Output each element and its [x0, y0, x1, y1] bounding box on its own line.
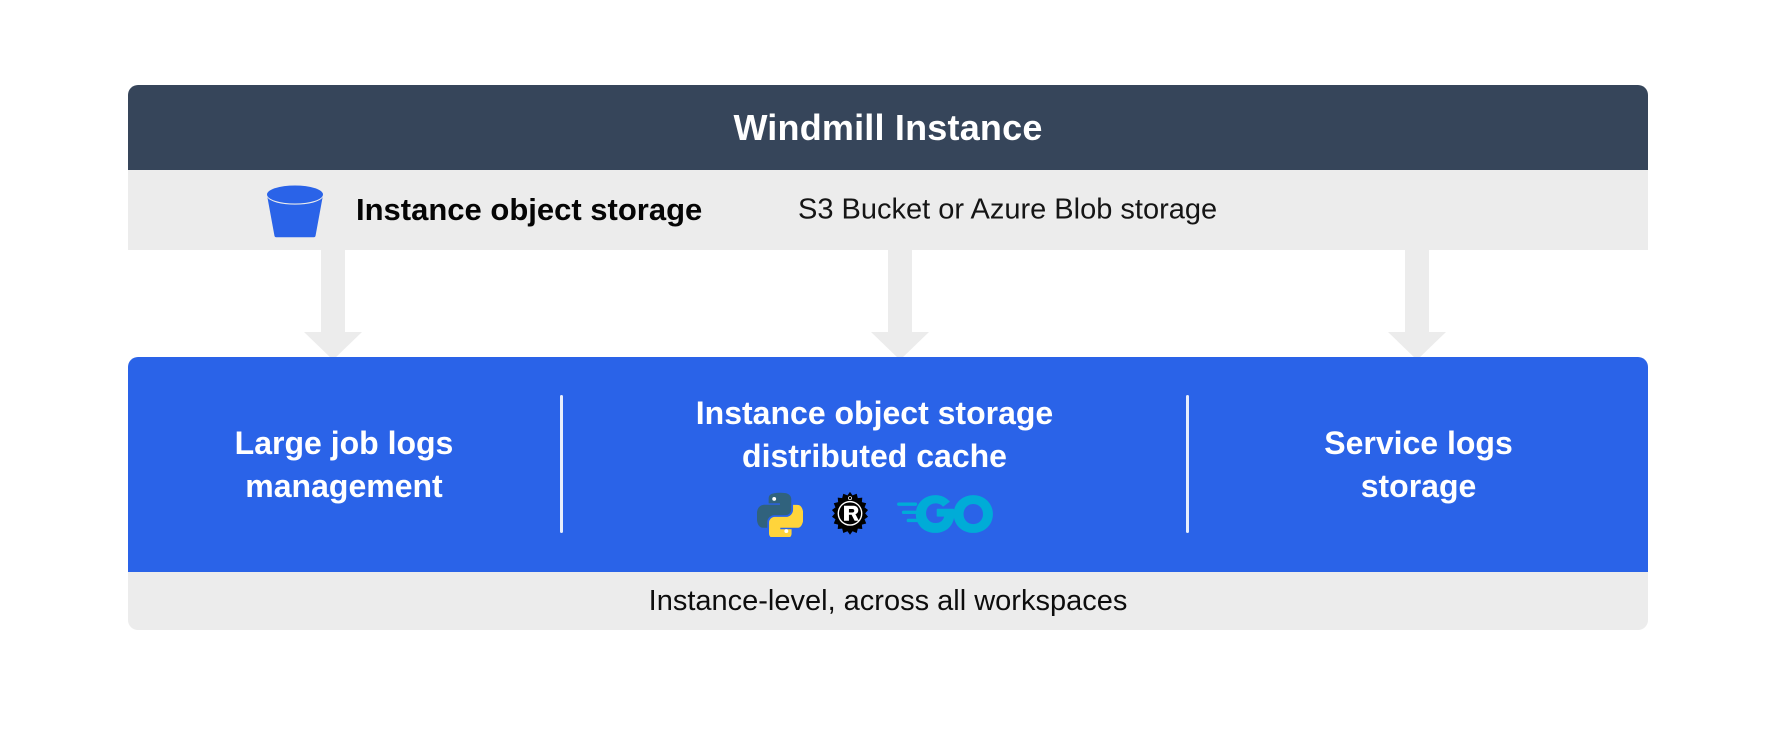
column-divider [560, 395, 563, 533]
diagram-footer: Instance-level, across all workspaces [128, 572, 1648, 630]
feature-title: Service logs storage [1324, 424, 1513, 504]
arrow-head-icon [304, 332, 362, 360]
arrow-head-icon [871, 332, 929, 360]
feature-title: Large job logs management [234, 424, 454, 504]
column-divider [1186, 395, 1189, 533]
rust-logo-icon [827, 491, 873, 537]
arrow-shaft [1405, 250, 1429, 332]
instance-object-storage-label: Instance object storage [356, 192, 703, 227]
arrow-shaft [888, 250, 912, 332]
feature-service-logs[interactable]: Service logs storage [1189, 357, 1648, 572]
connector-area [128, 250, 1648, 360]
supported-languages [756, 491, 993, 538]
go-logo-icon [896, 491, 993, 537]
footer-caption: Instance-level, across all workspaces [648, 584, 1128, 617]
instance-object-storage-row: Instance object storage S3 Bucket or Azu… [128, 170, 1648, 250]
arrow-head-icon [1388, 332, 1446, 360]
windmill-instance-diagram: Windmill Instance Instance object storag… [128, 85, 1648, 660]
bucket-icon [264, 184, 326, 238]
arrow-to-distributed-cache [871, 250, 929, 360]
feature-title: Instance object storage distributed cach… [695, 394, 1054, 474]
storage-backend-label: S3 Bucket or Azure Blob storage [798, 193, 1218, 226]
arrow-shaft [321, 250, 345, 332]
arrow-to-large-job-logs [304, 250, 362, 360]
features-panel: Large job logs management Instance objec… [128, 357, 1648, 572]
feature-distributed-cache[interactable]: Instance object storage distributed cach… [563, 357, 1186, 572]
feature-large-job-logs[interactable]: Large job logs management [128, 357, 560, 572]
diagram-header: Windmill Instance [128, 85, 1648, 170]
page-title: Windmill Instance [733, 106, 1043, 148]
arrow-to-service-logs [1388, 250, 1446, 360]
python-logo-icon [756, 491, 803, 538]
